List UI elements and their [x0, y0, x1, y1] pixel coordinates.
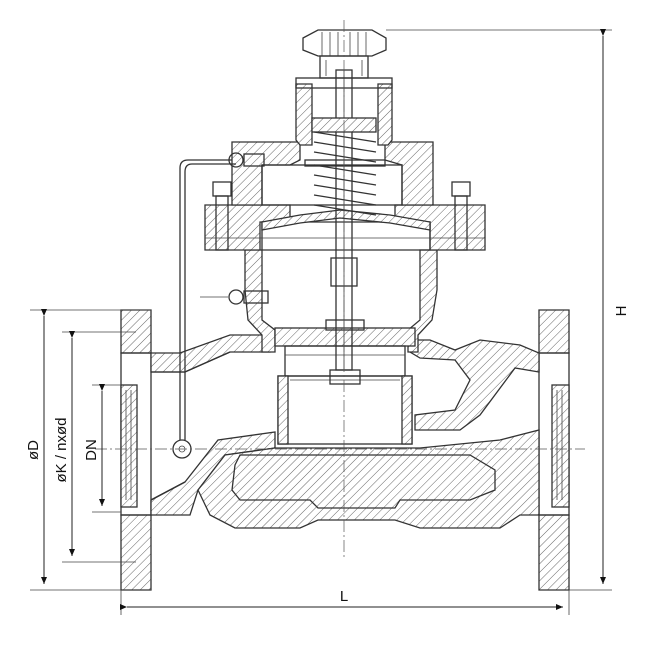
spring	[313, 131, 377, 216]
dimension-L: L	[120, 588, 570, 615]
label-L: L	[340, 588, 348, 605]
label-D: øD	[25, 440, 42, 460]
control-tube	[172, 152, 269, 459]
right-flange	[538, 309, 570, 591]
bonnet	[204, 141, 486, 353]
dimension-DN: DN	[83, 384, 121, 513]
piston-disc	[274, 319, 416, 445]
left-flange	[120, 309, 152, 591]
adjusting-cap	[302, 29, 387, 79]
bolts	[205, 181, 485, 251]
center-lines	[95, 20, 585, 560]
label-K: øK / nxød	[53, 417, 70, 482]
label-DN: DN	[83, 439, 100, 461]
valve-body	[150, 334, 540, 529]
dimension-D: øD	[25, 309, 151, 591]
dimension-H: H	[386, 29, 630, 591]
label-H: H	[613, 306, 630, 317]
dimension-K: øK / nxød	[53, 331, 136, 563]
